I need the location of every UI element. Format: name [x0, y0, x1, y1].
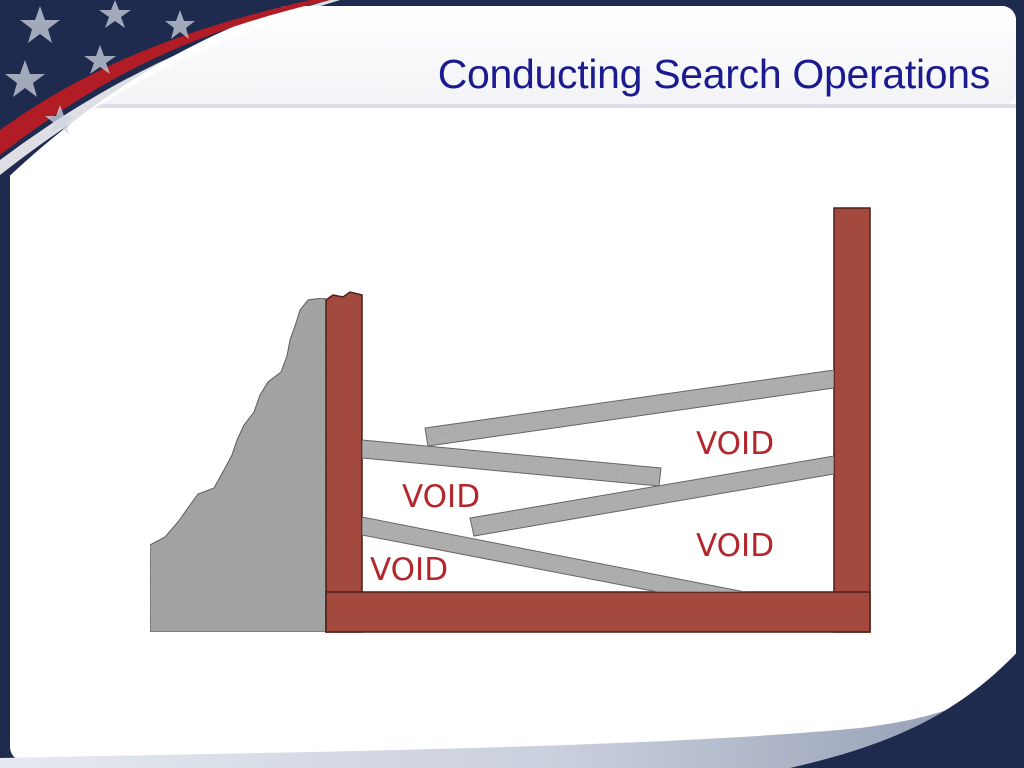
flag-stars-stripes-icon — [0, 0, 340, 185]
footer-swoosh — [0, 645, 1024, 768]
slide-title: Conducting Search Operations — [437, 51, 991, 97]
fallen-beam — [424, 369, 835, 447]
void-label: VOID — [402, 479, 480, 515]
right-brick-wall — [833, 207, 871, 633]
fallen-beam — [361, 516, 746, 593]
void-label: VOID — [696, 528, 774, 564]
left-brick-wall — [325, 291, 363, 633]
rubble-debris — [149, 297, 343, 633]
fallen-beam — [469, 455, 835, 537]
void-label: VOID — [370, 552, 448, 588]
floor-slab — [325, 591, 871, 633]
void-label: VOID — [696, 426, 774, 462]
title-divider — [10, 104, 1016, 108]
